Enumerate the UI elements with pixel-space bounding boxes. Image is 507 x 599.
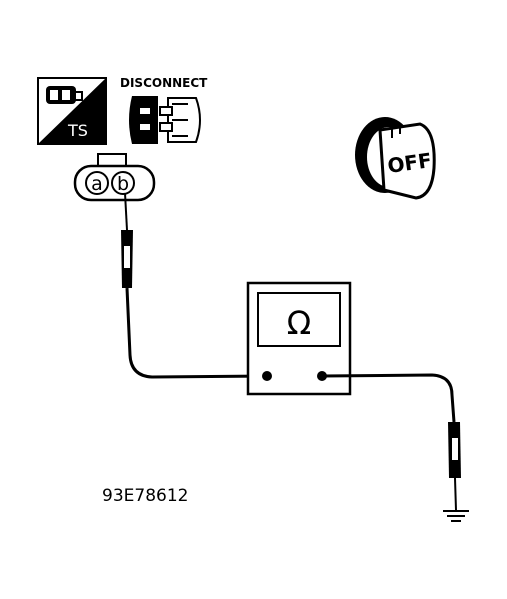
disconnect-label: DISCONNECT: [120, 76, 208, 90]
test-connector: a b: [73, 153, 156, 202]
connector-harness-icon: [46, 86, 83, 104]
terminal-a-label: a: [91, 173, 103, 195]
terminal-a-socket: [85, 171, 109, 195]
ignition-key-icon: OFF: [355, 117, 436, 200]
terminal-b-label: b: [117, 173, 129, 195]
probe-lead-left: [121, 192, 268, 379]
figure-id: 93E78612: [102, 486, 188, 506]
probe-lead-right: [321, 373, 461, 511]
ohmmeter-symbol: Ω: [287, 304, 311, 342]
ohmmeter-terminal-left: [262, 371, 272, 381]
ground-icon: [443, 510, 469, 522]
connector-badge: TS: [37, 77, 107, 145]
disconnected-connector-icon: [129, 96, 201, 144]
terminal-b-socket: [111, 171, 135, 195]
connector-badge-code: TS: [67, 121, 88, 140]
